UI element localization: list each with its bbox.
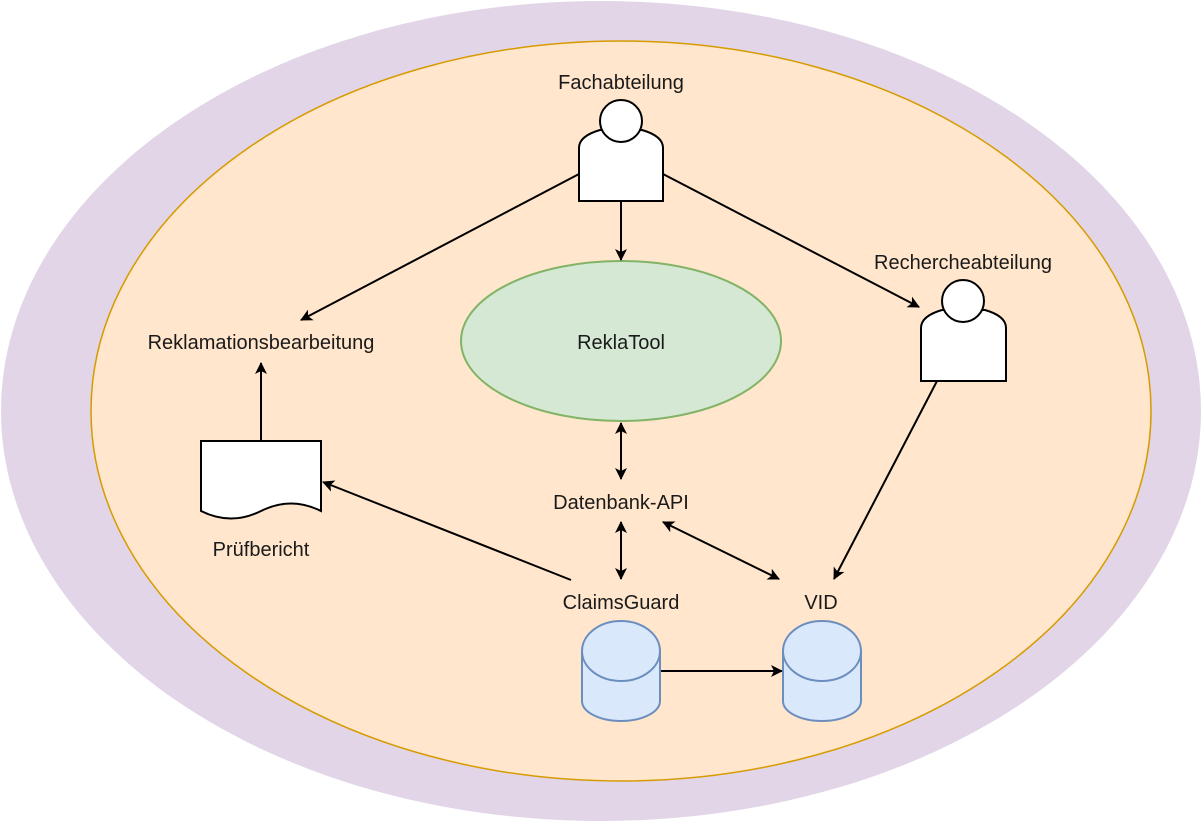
edge-datenbank-api-vid [662, 521, 780, 580]
reklamationsbearbeitung-label: Reklamationsbearbeitung [148, 332, 375, 354]
reklatool-node[interactable] [460, 260, 782, 422]
fachabteilung-node[interactable] [578, 99, 664, 202]
pruefbericht-node[interactable] [200, 440, 322, 520]
rechercheabteilung-label: Rechercheabteilung [874, 252, 1052, 274]
person-icon [920, 279, 1007, 382]
vid-label: VID [804, 592, 837, 614]
edge-claimsguard-pruefbericht [322, 480, 572, 581]
database-icon [782, 620, 862, 722]
document-icon [200, 440, 322, 520]
vid-node[interactable] [782, 620, 862, 722]
datenbank-api-label: Datenbank-API [553, 492, 689, 514]
edge-fachabteilung-reklamationsbearbeitung [300, 173, 580, 321]
pruefbericht-label: Prüfbericht [213, 539, 310, 561]
reklatool-label: ReklaTool [577, 332, 665, 354]
edge-fachabteilung-rechercheabteilung [662, 173, 920, 308]
fachabteilung-label: Fachabteilung [558, 72, 684, 94]
rechercheabteilung-node[interactable] [920, 279, 1007, 382]
person-icon [578, 99, 664, 202]
claimsguard-label: ClaimsGuard [563, 592, 680, 614]
edge-rechercheabteilung-vid [833, 380, 938, 580]
database-icon [581, 620, 661, 722]
claimsguard-node[interactable] [581, 620, 661, 722]
